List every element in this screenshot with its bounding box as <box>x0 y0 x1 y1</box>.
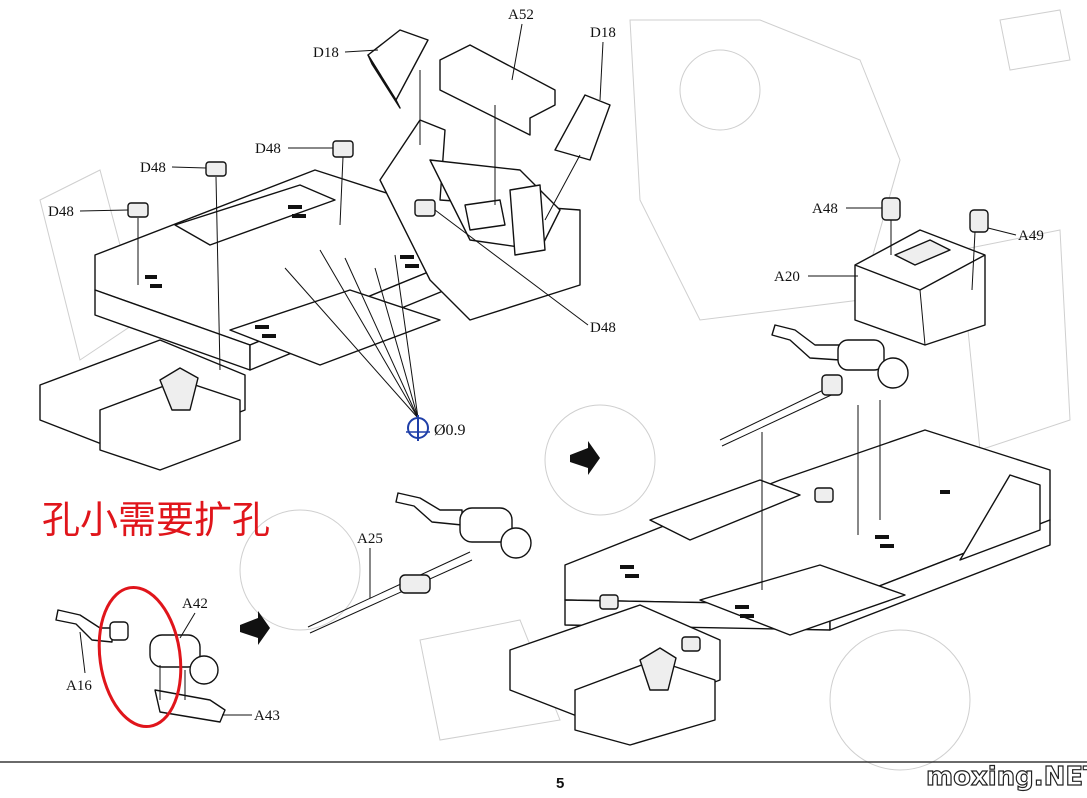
part-a20-block <box>854 229 986 346</box>
label-a25: A25 <box>357 531 383 547</box>
label-a16: A16 <box>66 678 92 694</box>
label-a49: A49 <box>1018 228 1044 244</box>
exhaust-assembly-right <box>719 324 909 447</box>
label-a43: A43 <box>254 708 280 724</box>
step-arrow-icon-2 <box>240 611 270 645</box>
watermark: moxing.NET <box>926 762 1087 792</box>
label-a20: A20 <box>774 269 800 285</box>
background-ghost-drawing <box>39 9 1071 771</box>
subassembly-a42 <box>55 609 226 723</box>
part-a48 <box>881 197 901 255</box>
exhaust-assembly-a25 <box>307 492 532 634</box>
drill-leaders <box>284 249 419 419</box>
step-arrow-icon <box>570 441 600 475</box>
red-annotation-circle <box>97 585 183 729</box>
drill-hole-icon <box>406 415 430 441</box>
label-hole-size: Ø0.9 <box>434 422 466 439</box>
chassis-left <box>39 119 581 471</box>
page-number: 5 <box>556 775 564 792</box>
label-a48: A48 <box>812 201 838 217</box>
chassis-right <box>509 400 1051 746</box>
assembly-lines-left <box>137 70 581 371</box>
part-d18-left <box>367 29 429 109</box>
label-d48-d: D48 <box>590 320 616 336</box>
label-a42: A42 <box>182 596 208 612</box>
label-d18-left: D18 <box>313 45 339 61</box>
part-a52 <box>439 44 556 136</box>
label-a52: A52 <box>508 7 534 23</box>
label-d48-b: D48 <box>140 160 166 176</box>
part-d48-brackets <box>127 140 436 218</box>
part-d18-right <box>554 94 611 161</box>
label-d18-right: D18 <box>590 25 616 41</box>
part-a49 <box>969 209 989 291</box>
annotation-text: 孔小需要扩孔 <box>42 498 270 542</box>
label-d48-a: D48 <box>255 141 281 157</box>
label-d48-c: D48 <box>48 204 74 220</box>
